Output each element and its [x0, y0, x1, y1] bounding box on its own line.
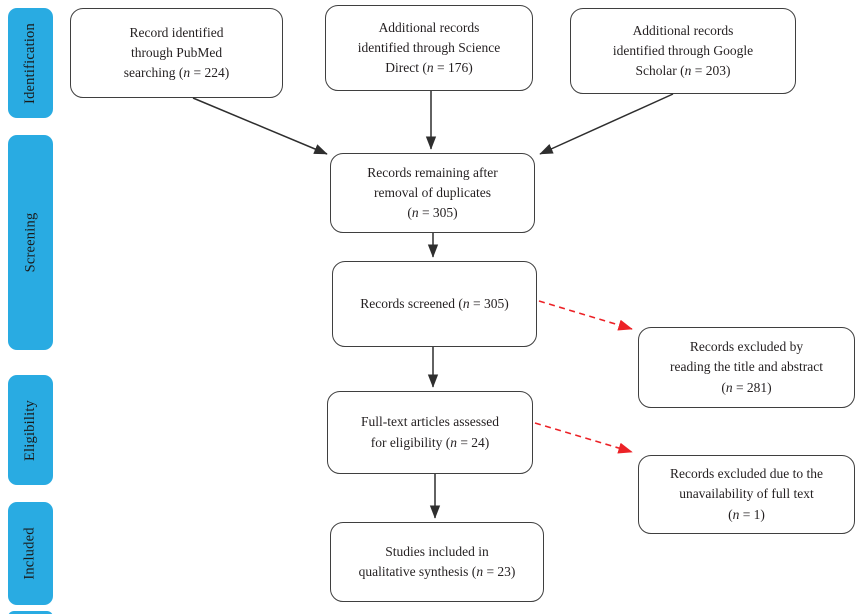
box-records-googlescholar-text: Additional records identified through Go… — [612, 22, 754, 79]
stage-band-included: Included — [8, 502, 53, 605]
arrow-screened-to-excluded-title — [538, 300, 633, 331]
box-records-after-duplicates: Records remaining after removal of dupli… — [330, 153, 535, 233]
box-records-googlescholar: Additional records identified through Go… — [570, 8, 796, 94]
box-records-screened: Records screened (n = 305) — [332, 261, 537, 347]
box-excluded-title-abstract: Records excluded by reading the title an… — [638, 327, 855, 408]
box-records-sciencedirect: Additional records identified through Sc… — [325, 5, 533, 91]
box-excluded-fulltext-unavailable-text: Records excluded due to the unavailabili… — [670, 466, 823, 522]
stage-band-identification: Identification — [8, 8, 53, 118]
box-studies-included-text: Studies included in qualitative synthesi… — [358, 543, 516, 579]
box-excluded-title-abstract-text: Records excluded by reading the title an… — [670, 339, 823, 395]
stage-label-identification: Identification — [22, 22, 39, 104]
box-studies-included: Studies included in qualitative synthesi… — [330, 522, 544, 602]
stage-band-partial-bottom — [8, 611, 53, 614]
stage-label-screening: Screening — [22, 212, 38, 273]
box-records-sciencedirect-text: Additional records identified through Sc… — [357, 19, 501, 76]
stage-label-included: Included — [22, 527, 38, 580]
box-excluded-fulltext-unavailable: Records excluded due to the unavailabili… — [638, 455, 855, 534]
box-fulltext-assessed-text: Full-text articles assessed for eligibil… — [361, 414, 499, 450]
stage-label-eligibility: Eligibility — [22, 399, 39, 461]
stage-band-screening: Screening — [8, 135, 53, 350]
box-records-pubmed: Record identified through PubMed searchi… — [70, 8, 283, 98]
arrow-fulltext-to-excluded-fulltext — [534, 422, 633, 454]
box-fulltext-assessed: Full-text articles assessed for eligibil… — [327, 391, 533, 474]
stage-band-eligibility: Eligibility — [8, 375, 53, 485]
arrow-pubmed-to-duplicates — [192, 97, 328, 155]
box-records-pubmed-text: Record identified through PubMed searchi… — [123, 24, 230, 81]
box-records-screened-text: Records screened (n = 305) — [360, 295, 509, 311]
arrow-googlescholar-to-duplicates — [539, 93, 674, 155]
box-records-after-duplicates-text: Records remaining after removal of dupli… — [367, 164, 498, 221]
